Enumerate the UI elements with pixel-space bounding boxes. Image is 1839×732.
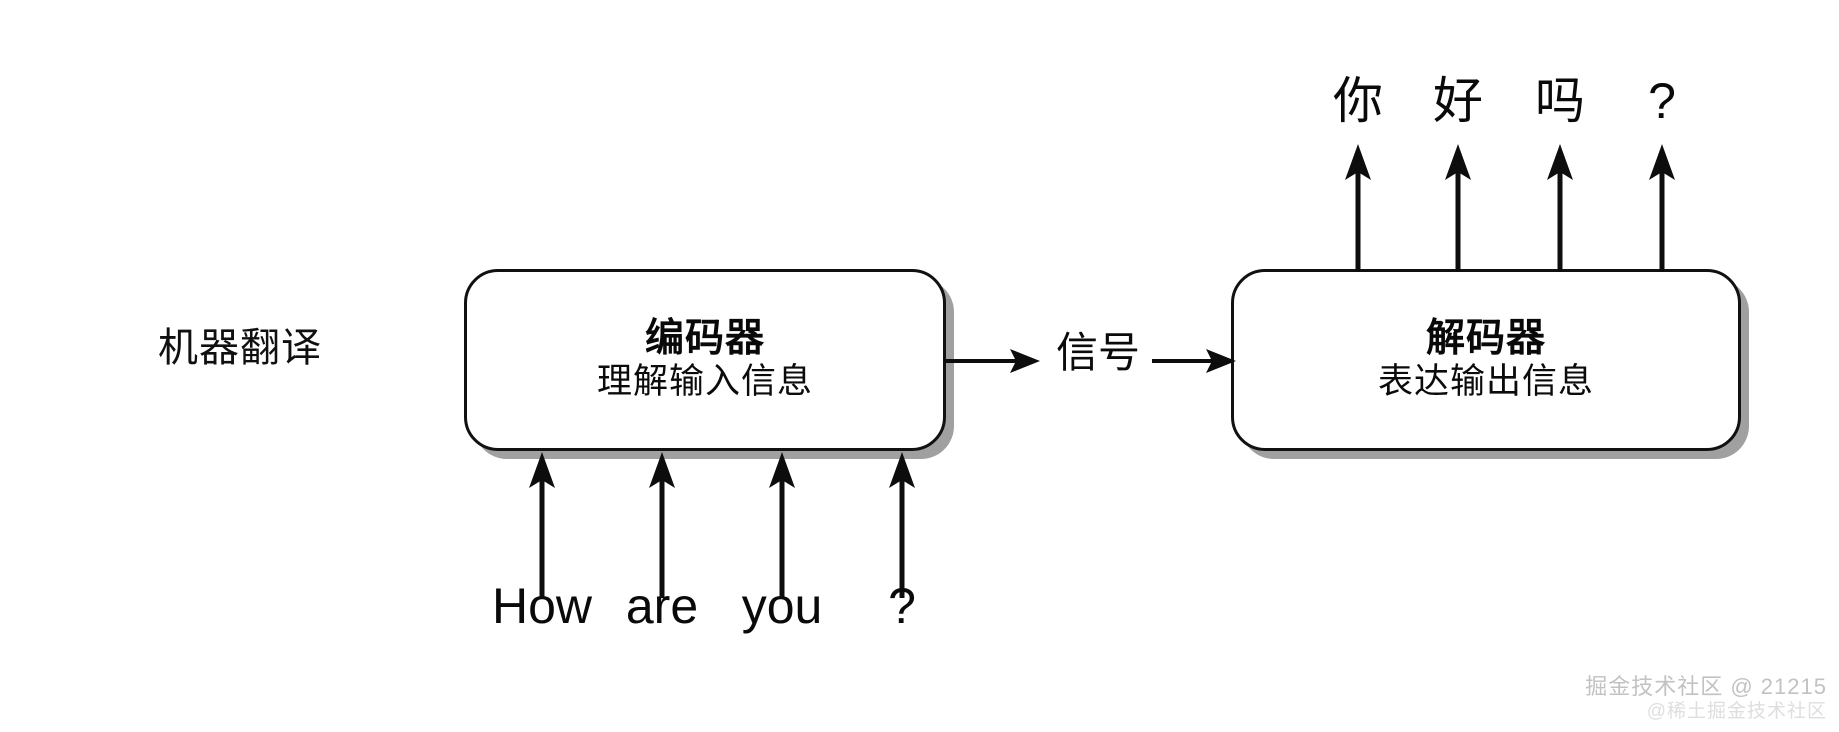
output-token-3: 吗 xyxy=(1535,73,1585,129)
output-arrow-icon-3 xyxy=(1547,144,1573,272)
watermark-primary: 掘金技术社区 @ 21215 xyxy=(1585,673,1827,699)
signal-label: 信号 xyxy=(1055,329,1140,376)
output-arrow-icon-1 xyxy=(1345,144,1371,272)
output-token-1: 你 xyxy=(1333,73,1383,129)
input-arrow-icon-3 xyxy=(769,452,795,598)
output-token-2: 好 xyxy=(1433,73,1483,129)
diagram-side-label: 机器翻译 xyxy=(158,326,322,370)
encoder-box[interactable]: 编码器 理解输入信息 xyxy=(464,269,946,451)
input-token-3: you xyxy=(741,578,823,634)
encoder-title: 编码器 xyxy=(644,317,765,361)
output-arrow-icon-4 xyxy=(1649,144,1675,272)
input-token-2: are xyxy=(625,578,699,634)
encoder-to-signal-arrow-icon xyxy=(944,349,1040,373)
decoder-title: 解码器 xyxy=(1425,317,1546,361)
input-token-1: How xyxy=(491,578,593,634)
input-token-4: ? xyxy=(888,578,916,634)
output-token-4: ? xyxy=(1648,73,1676,129)
decoder-subtitle: 表达输出信息 xyxy=(1377,362,1594,402)
input-arrow-icon-4 xyxy=(889,452,915,598)
watermark-secondary: @稀土掘金技术社区 xyxy=(1646,701,1827,723)
encoder-subtitle: 理解输入信息 xyxy=(596,362,813,402)
watermark: 掘金技术社区 @ 21215 @稀土掘金技术社区 xyxy=(1585,673,1827,724)
input-arrow-icon-1 xyxy=(529,452,555,598)
output-arrow-icon-2 xyxy=(1445,144,1471,272)
decoder-box[interactable]: 解码器 表达输出信息 xyxy=(1231,269,1741,451)
input-arrow-icon-2 xyxy=(649,452,675,598)
signal-to-decoder-arrow-icon xyxy=(1152,349,1236,373)
